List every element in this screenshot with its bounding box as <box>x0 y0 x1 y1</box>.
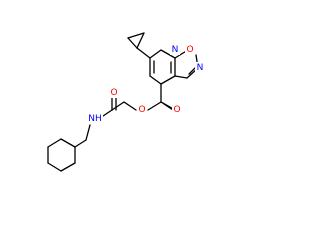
svg-text:N: N <box>172 45 179 55</box>
isoxazole-n-label: N <box>195 62 205 73</box>
svg-text:O: O <box>186 45 193 55</box>
cyclohexyl-ring <box>47 138 87 172</box>
ester-group <box>147 83 177 113</box>
amide-o-label: O <box>109 87 119 98</box>
svg-text:N: N <box>197 63 204 73</box>
svg-text:NH: NH <box>88 114 102 124</box>
pyridine-n-label: N <box>170 44 180 55</box>
svg-text:O: O <box>138 105 145 115</box>
molecule-structure: N O N O O O NH <box>47 32 205 172</box>
ester-link-o-label: O <box>137 104 147 115</box>
isoxazole-o-label: O <box>185 44 195 55</box>
pyridine-ring <box>149 49 176 85</box>
ester-carbonyl-o-label: O <box>172 104 182 115</box>
amide-linker <box>85 95 137 141</box>
structure-canvas: N O N O O O NH <box>47 32 205 172</box>
svg-text:O: O <box>110 88 117 98</box>
svg-text:O: O <box>173 105 180 115</box>
cyclopropyl-ring <box>127 32 151 59</box>
amide-nh-label: NH <box>87 113 103 124</box>
